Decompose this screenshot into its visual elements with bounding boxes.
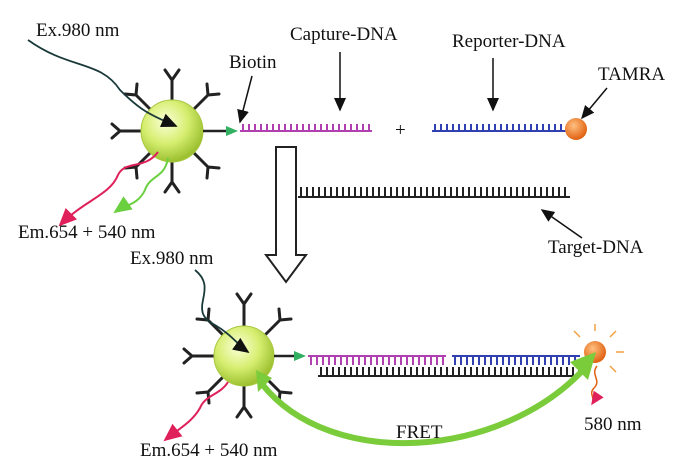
process-down-arrow — [264, 146, 308, 284]
label-tamra: TAMRA — [598, 64, 665, 85]
label-ex-bottom: Ex.980 nm — [130, 248, 214, 269]
bottom-biotin-icon — [294, 351, 306, 361]
top-emission-green-arrow — [113, 157, 169, 214]
fret-arrow — [259, 365, 588, 447]
fret-arrow-tail — [256, 370, 272, 392]
target-dna-strand — [298, 187, 570, 198]
top-nanoparticle-icon — [140, 99, 204, 163]
reporter-dna-strand — [432, 124, 568, 132]
bottom-excitation-arrow — [194, 269, 250, 354]
hybrid-reporter-strand — [452, 355, 580, 365]
top-emission-red-arrow — [58, 151, 159, 227]
label-em-bottom: Em.654 + 540 nm — [140, 440, 278, 461]
fret-arrowhead — [570, 352, 596, 380]
label-biotin: Biotin — [229, 52, 277, 73]
hybrid-target-strand — [318, 367, 580, 377]
bottom-nanoparticle-group — [163, 269, 306, 442]
label-target-dna: Target-DNA — [548, 237, 644, 258]
tamra-pointer-arrow — [581, 87, 608, 120]
top-biotin-icon — [226, 126, 238, 136]
tamra-dye-icon — [565, 118, 587, 140]
top-excitation-arrow — [27, 39, 178, 128]
label-580nm: 580 nm — [584, 414, 642, 435]
label-reporter-dna: Reporter-DNA — [452, 31, 566, 52]
label-em-top: Em.654 + 540 nm — [18, 222, 156, 243]
biotin-pointer-arrow — [237, 75, 253, 124]
bottom-emission-red-arrow — [163, 381, 229, 442]
capture-dna-strand — [240, 124, 372, 132]
plus-sign: + — [395, 120, 406, 141]
bottom-tamra-burst — [573, 324, 624, 373]
label-fret: FRET — [396, 422, 443, 443]
target-pointer-arrow — [540, 209, 583, 239]
bottom-antibodies — [182, 292, 293, 419]
label-capture-dna: Capture-DNA — [290, 24, 398, 45]
emission-580-arrow — [590, 365, 604, 406]
hybrid-capture-strand — [308, 355, 446, 365]
top-nanoparticle-group — [27, 39, 238, 227]
label-ex-top: Ex.980 nm — [36, 20, 120, 41]
